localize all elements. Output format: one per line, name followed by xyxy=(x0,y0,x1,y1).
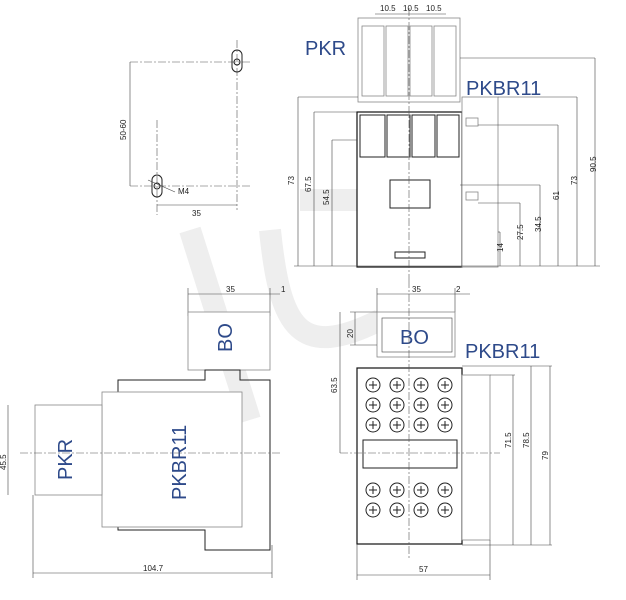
dim-73-left: 73 xyxy=(287,176,296,185)
dim-bo-width-side: 35 xyxy=(226,285,235,294)
terminal-screw-icon xyxy=(389,482,405,498)
label-pkbr11-side: PKBR11 xyxy=(169,425,191,500)
mounting-holes-view: 50-60 M4 35 xyxy=(119,40,250,218)
bo-block-front xyxy=(376,311,456,358)
top-view: 10.5 10.5 10.5 PKR PKBR11 73 67.5 54.5 1… xyxy=(287,4,600,280)
terminal-screw-icon xyxy=(437,377,453,393)
terminal-screw-icon xyxy=(365,482,381,498)
dim-35-mounting: 35 xyxy=(192,209,201,218)
terminal-screw-icon xyxy=(365,397,381,413)
front-view: 35 2 BO PKBR11 20 63.5 71.5 78.5 79 57 xyxy=(330,280,552,580)
terminal-screw-icon xyxy=(365,377,381,393)
terminal-screw-icon xyxy=(413,377,429,393)
dim-79: 79 xyxy=(541,451,550,460)
dim-104-7: 104.7 xyxy=(143,564,164,573)
dim-90-5: 90.5 xyxy=(589,156,598,172)
dim-54-5: 54.5 xyxy=(322,189,331,205)
terminal-screw-icon xyxy=(413,502,429,518)
dim-78-5: 78.5 xyxy=(522,432,531,448)
dim-57: 57 xyxy=(419,565,428,574)
terminal-screws xyxy=(365,377,453,518)
bo-block-side xyxy=(187,311,271,371)
terminal-screw-icon xyxy=(389,377,405,393)
pkr-block-side xyxy=(34,404,103,496)
dim-pitch-3: 10.5 xyxy=(426,4,442,13)
dim-27-5: 27.5 xyxy=(516,224,525,240)
dim-m4: M4 xyxy=(178,187,190,196)
label-pkr-top: PKR xyxy=(305,38,346,60)
terminal-screw-icon xyxy=(365,417,381,433)
label-pkbr11-front: PKBR11 xyxy=(465,341,540,363)
dim-pitch-1: 10.5 xyxy=(380,4,396,13)
terminal-screw-icon xyxy=(413,417,429,433)
dim-14: 14 xyxy=(496,243,505,252)
dim-34-5: 34.5 xyxy=(534,216,543,232)
terminal-screw-icon xyxy=(437,397,453,413)
label-bo-side: BO xyxy=(215,323,237,352)
terminal-screw-icon xyxy=(365,502,381,518)
dim-71-5: 71.5 xyxy=(504,432,513,448)
dim-pitch-2: 10.5 xyxy=(403,4,419,13)
terminal-screw-icon xyxy=(389,397,405,413)
label-pkr-side: PKR xyxy=(55,439,77,480)
dim-50-60: 50-60 xyxy=(119,119,128,140)
dim-bo-width-front: 35 xyxy=(412,285,421,294)
dim-bo-offset-front: 2 xyxy=(456,285,461,294)
contactor-body-front xyxy=(356,367,463,545)
terminal-screw-icon xyxy=(437,502,453,518)
pkbr11-block-side xyxy=(101,391,243,528)
terminal-screw-icon xyxy=(437,417,453,433)
terminal-screw-icon xyxy=(437,482,453,498)
dim-bo-offset-side: 1 xyxy=(281,285,286,294)
label-bo-front: BO xyxy=(400,327,429,349)
dim-63-5: 63.5 xyxy=(330,377,339,393)
mounting-slot-top xyxy=(231,49,243,73)
dim-20: 20 xyxy=(346,329,355,338)
terminal-screw-icon xyxy=(413,397,429,413)
dim-73-right: 73 xyxy=(570,176,579,185)
dim-45-5: 45.5 xyxy=(0,454,8,470)
label-pkbr11-top: PKBR11 xyxy=(466,78,541,100)
dim-67-5: 67.5 xyxy=(304,176,313,192)
terminal-screw-icon xyxy=(389,502,405,518)
dim-61: 61 xyxy=(552,191,561,200)
side-view: 35 1 BO PKR PKBR11 45.5 104.7 xyxy=(0,285,286,578)
terminal-screw-icon xyxy=(389,417,405,433)
terminal-screw-icon xyxy=(413,482,429,498)
